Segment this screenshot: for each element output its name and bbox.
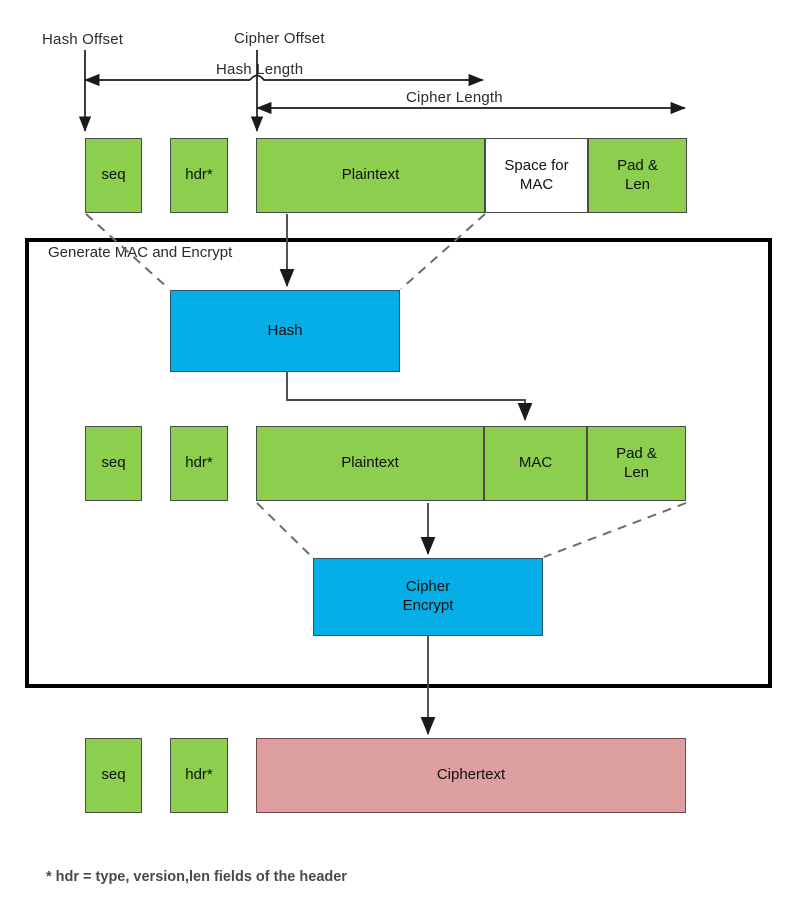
- hash-offset-label: Hash Offset: [42, 31, 124, 48]
- block-ciphertext: Ciphertext: [256, 738, 686, 813]
- op-hash: Hash: [170, 290, 400, 372]
- dashed-leader-right-cipher: [543, 502, 687, 558]
- cipher-offset-label: Cipher Offset: [234, 30, 325, 47]
- block-hdr-output: hdr*: [170, 738, 228, 813]
- generate-mac-and-encrypt-box: [25, 238, 772, 688]
- dashed-leader-left-hash: [85, 213, 170, 290]
- dashed-leader-left-cipher: [256, 502, 313, 558]
- generate-mac-and-encrypt-label: Generate MAC and Encrypt: [48, 244, 233, 261]
- hash-length-arrow: [84, 73, 484, 87]
- hash-length-label: Hash Length: [216, 61, 304, 78]
- cipher-length-label: Cipher Length: [406, 89, 503, 106]
- dashed-leader-right-hash: [400, 213, 486, 290]
- footnote-hdr-definition: * hdr = type, version,len fields of the …: [46, 869, 347, 885]
- hash-to-mac-connector: [286, 372, 533, 421]
- block-plaintext-maced: Plaintext: [256, 426, 484, 501]
